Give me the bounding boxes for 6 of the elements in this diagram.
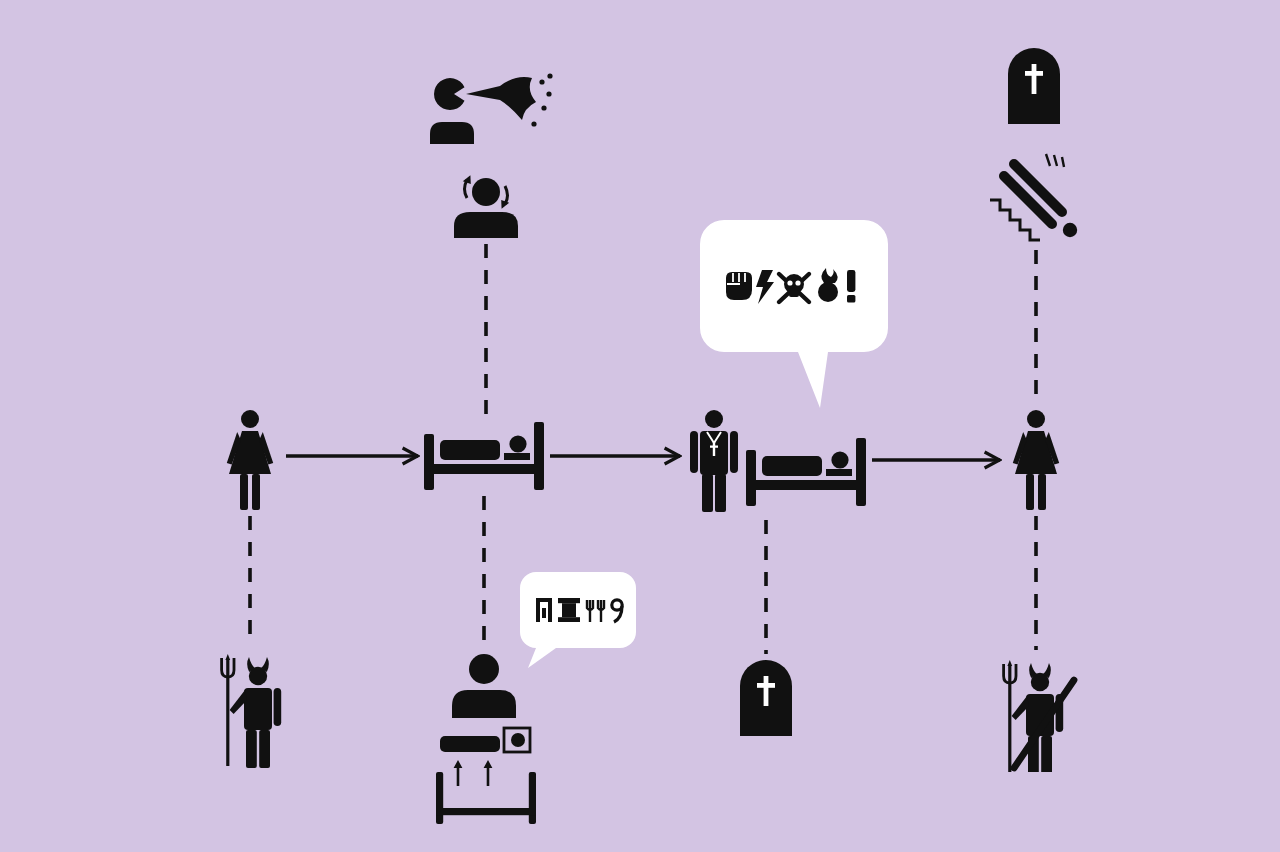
dashed-line (484, 244, 488, 416)
dashed-line (1034, 516, 1038, 650)
arrow (872, 450, 1002, 470)
arrow (286, 446, 420, 466)
arrow (550, 446, 682, 466)
dashed-line (764, 520, 768, 654)
